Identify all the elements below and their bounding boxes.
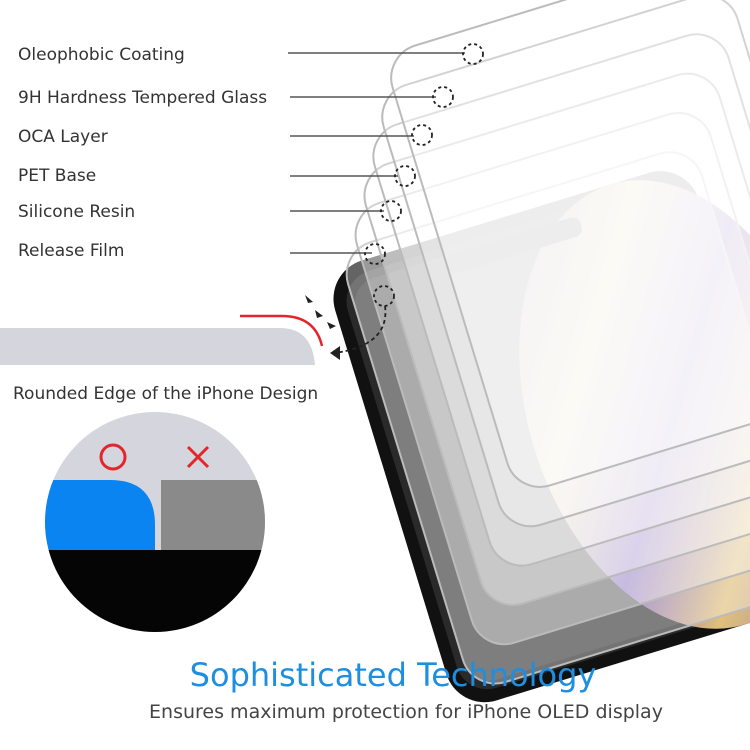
page-title: Sophisticated Technology xyxy=(189,656,597,694)
glass-layers xyxy=(345,0,750,685)
phone xyxy=(333,171,750,703)
layer-label-silicone: Silicone Resin xyxy=(18,202,136,222)
small-arrows-icon xyxy=(305,295,336,329)
rounded-fit-example xyxy=(45,480,155,550)
layer-label-pet: PET Base xyxy=(18,166,97,186)
curved-arrow xyxy=(334,305,387,354)
notch xyxy=(446,217,582,274)
layer-label-tempered-glass: 9H Hardness Tempered Glass xyxy=(18,88,268,108)
layer-release-film xyxy=(345,151,750,685)
leader-lines xyxy=(288,52,465,254)
x-icon xyxy=(186,445,210,469)
red-edge-curve xyxy=(240,314,324,347)
edge-caption: Rounded Edge of the iPhone Design xyxy=(13,384,319,404)
layer-silicone-resin xyxy=(354,112,750,646)
edge-comparison-circle xyxy=(45,412,265,632)
square-fit-example xyxy=(161,480,265,550)
dashed-markers xyxy=(364,43,484,307)
screen-wallpaper xyxy=(519,180,750,629)
layer-oca xyxy=(372,33,750,567)
circle-icon xyxy=(99,443,127,471)
layer-oleophobic xyxy=(390,0,750,488)
layer-label-release-film: Release Film xyxy=(18,241,125,261)
edge-bar xyxy=(0,328,315,365)
layer-label-oca: OCA Layer xyxy=(18,127,108,147)
layer-tempered-glass xyxy=(381,0,750,528)
layer-pet-base xyxy=(363,72,750,606)
page-subtitle: Ensures maximum protection for iPhone OL… xyxy=(149,701,663,723)
layer-label-oleophobic: Oleophobic Coating xyxy=(18,45,185,65)
